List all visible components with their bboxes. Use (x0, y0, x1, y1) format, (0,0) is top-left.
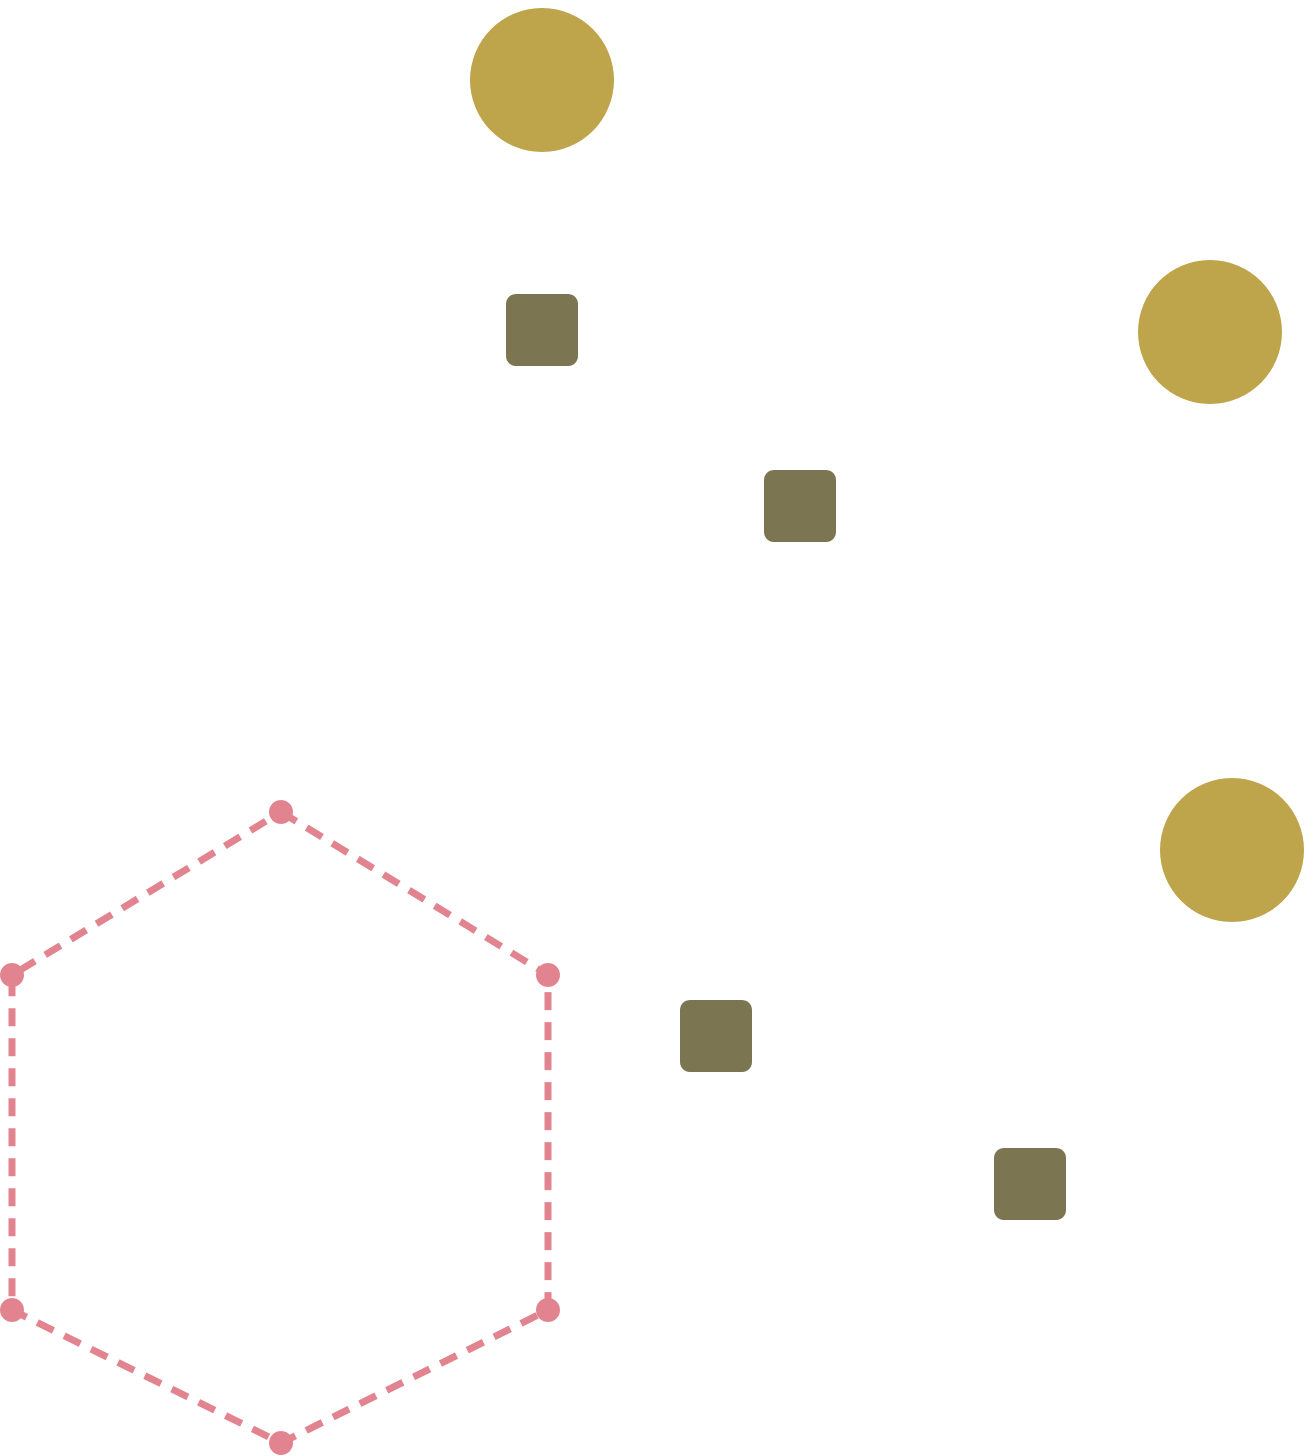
hexagon-vertex-marker (536, 963, 560, 987)
hexagon-vertex-marker (536, 1298, 560, 1322)
olive-square-2 (764, 470, 836, 542)
hexagon-vertex-marker (269, 1431, 293, 1455)
hexagon-vertex-marker (269, 800, 293, 824)
dashed-hexagon-outline (0, 800, 560, 1455)
gold-circle-top (470, 8, 614, 152)
gold-circle-right-lower (1160, 778, 1304, 922)
olive-square-3 (680, 1000, 752, 1072)
olive-square-1 (506, 294, 578, 366)
hexagon-vertex-marker (0, 1298, 24, 1322)
hexagon-dashed-edges (8, 807, 552, 1447)
gold-circle-right-upper (1138, 260, 1282, 404)
olive-square-4 (994, 1148, 1066, 1220)
hexagon-vertex-marker (0, 963, 24, 987)
